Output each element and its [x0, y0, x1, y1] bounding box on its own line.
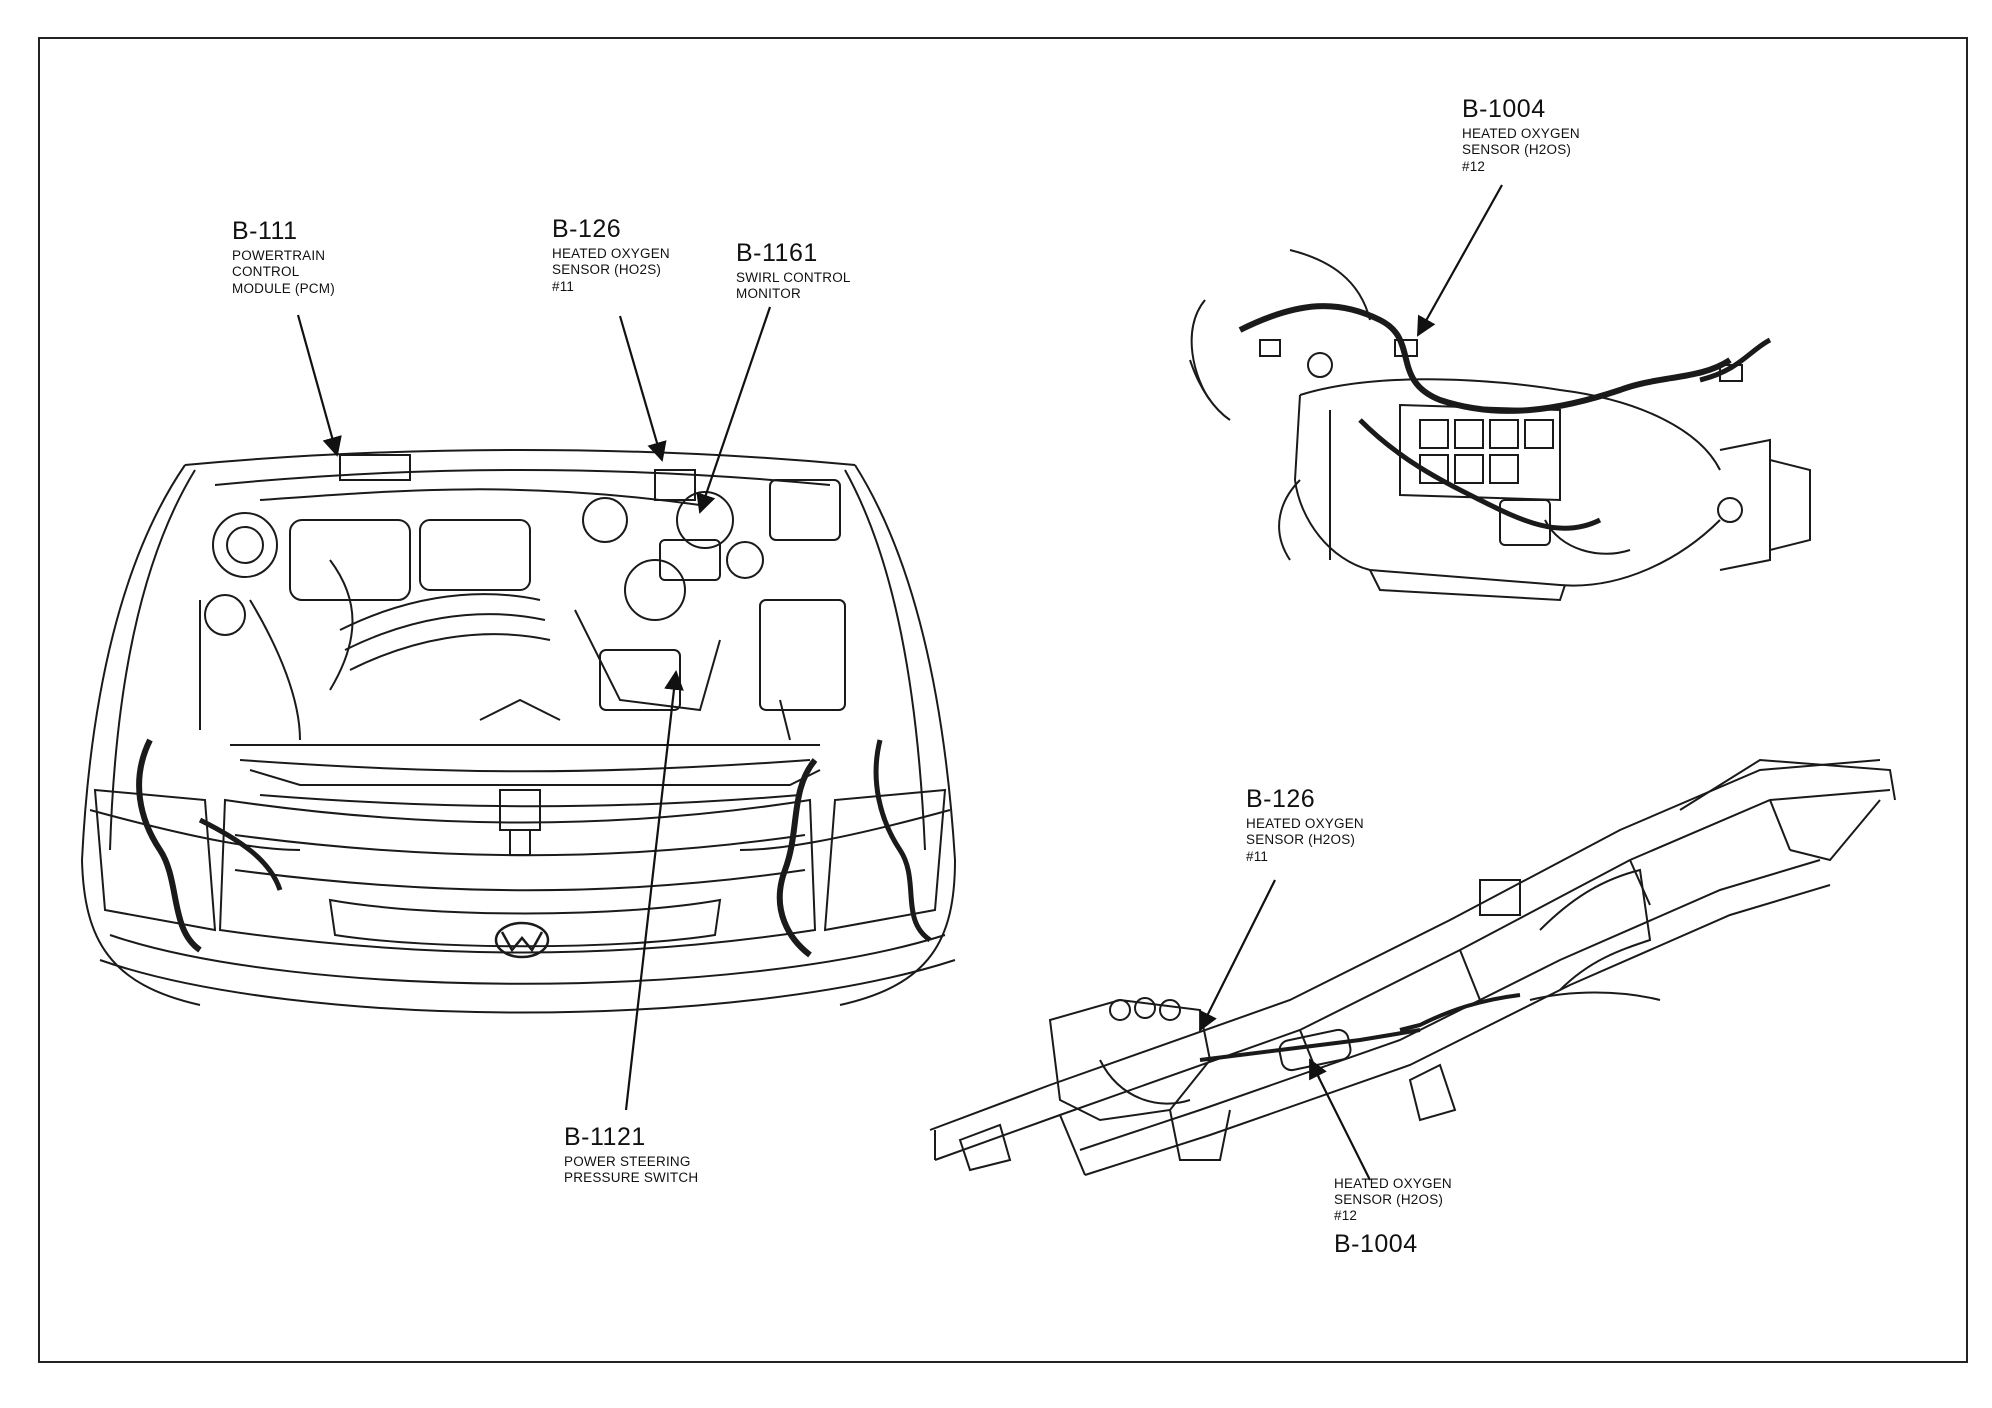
connector-desc-line: SWIRL CONTROL	[736, 270, 851, 286]
connector-desc-line: HEATED OXYGEN	[1334, 1176, 1452, 1191]
leader-b1161	[696, 306, 772, 514]
connector-code: B-111	[232, 217, 298, 245]
connector-desc-line: #11	[1246, 848, 1269, 864]
connector-code: B-126	[1246, 785, 1316, 813]
connector-desc-line: PRESSURE SWITCH	[564, 1170, 699, 1186]
diagram-frame	[38, 37, 1968, 1363]
connector-desc-line: SENSOR (H2OS)	[1334, 1192, 1444, 1208]
leader-b126-frame	[1199, 879, 1276, 1032]
connector-desc-line: HEATED OXYGEN	[1246, 816, 1364, 832]
connector-code: B-1161	[736, 239, 818, 267]
leader-b126	[618, 315, 667, 462]
callout-b111: B-111 POWERTRAIN CONTROL MODULE (PCM)	[232, 218, 335, 297]
connector-desc-line: HEATED OXYGEN	[1462, 126, 1580, 142]
leader-b111	[296, 314, 342, 457]
leader-b1004-frame	[1309, 1058, 1371, 1181]
engine-bay-illustration	[80, 449, 957, 1014]
connector-desc-line: MONITOR	[736, 286, 801, 302]
connector-desc-line: POWER STEERING	[564, 1154, 691, 1170]
connector-desc-line: SENSOR (HO2S)	[552, 262, 662, 278]
callout-b1004-frame: HEATED OXYGEN SENSOR (H2OS) #12 B-1004	[1334, 1176, 1452, 1257]
callout-b1121: B-1121 POWER STEERING PRESSURE SWITCH	[564, 1124, 698, 1187]
connector-code: B-1004	[1462, 95, 1546, 123]
connector-code: B-1121	[564, 1123, 646, 1151]
transmission-illustration	[1189, 249, 1811, 602]
connector-desc-line: HEATED OXYGEN	[552, 246, 670, 262]
mazda-logo-icon	[494, 921, 550, 959]
connector-desc-line: POWERTRAIN	[232, 248, 326, 264]
callout-b126: B-126 HEATED OXYGEN SENSOR (HO2S) #11	[552, 216, 670, 295]
connector-code: B-1004	[1334, 1229, 1418, 1258]
callout-b126-frame: B-126 HEATED OXYGEN SENSOR (H2OS) #11	[1246, 786, 1364, 865]
connector-desc-line: #12	[1334, 1208, 1358, 1224]
leader-b1121	[624, 670, 684, 1111]
connector-desc-line: MODULE (PCM)	[232, 280, 335, 296]
chassis-frame-illustration	[929, 758, 1896, 1176]
connector-desc-line: SENSOR (H2OS)	[1462, 142, 1572, 158]
connector-desc-line: CONTROL	[232, 264, 300, 280]
leader-lines	[296, 184, 1503, 1181]
callout-b1161: B-1161 SWIRL CONTROL MONITOR	[736, 240, 851, 303]
callout-b1004-top: B-1004 HEATED OXYGEN SENSOR (H2OS) #12	[1462, 96, 1580, 175]
connector-code: B-126	[552, 215, 622, 243]
connector-desc-line: #11	[552, 278, 575, 294]
leader-b1004-top	[1417, 184, 1503, 337]
connector-desc-line: #12	[1462, 158, 1486, 174]
connector-desc-line: SENSOR (H2OS)	[1246, 832, 1356, 848]
